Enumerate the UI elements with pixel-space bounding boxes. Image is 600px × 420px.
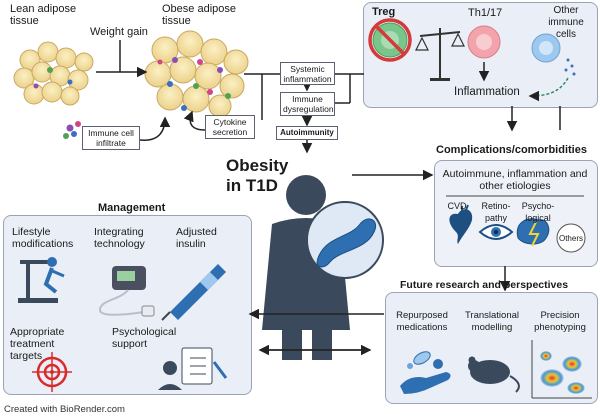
- other-immune-label: Other immune cells: [548, 5, 584, 40]
- complications-heading: Complications/comorbidities: [436, 144, 587, 156]
- autoimmunity-box: Autoimmunity: [276, 126, 338, 140]
- density-plot-icon: [531, 340, 592, 399]
- future-translational: Translational modelling: [464, 310, 520, 333]
- heart-icon: [449, 204, 473, 244]
- management-psych: Psychological support: [112, 326, 177, 350]
- weight-gain-label: Weight gain: [90, 26, 148, 38]
- checklist-icon: [158, 347, 228, 390]
- complication-psychological: Psycho-logical: [521, 201, 555, 223]
- immune-infiltrate-box: Immune cell infiltrate: [82, 126, 140, 150]
- center-title-line2: in T1D: [226, 176, 278, 195]
- scale-icon: [415, 28, 465, 81]
- other-immune-cell-icon: [531, 33, 576, 76]
- complication-cvd: CVD: [447, 201, 467, 211]
- future-heading: Future research and perspectives: [400, 279, 569, 291]
- cytokine-box: Cytokine secretion: [205, 115, 255, 139]
- center-title-line1: Obesity: [226, 156, 289, 175]
- management-heading: Management: [98, 202, 166, 214]
- no-sign-icon: [368, 18, 412, 62]
- pancreas-icon: [306, 201, 384, 279]
- others-badge: [556, 223, 586, 253]
- management-insulin: Adjusted insulin: [176, 226, 217, 250]
- complication-others: Others: [558, 234, 583, 243]
- eye-icon: [478, 224, 514, 240]
- treg-label: Treg: [372, 6, 396, 18]
- future-precision: Precision phenotyping: [534, 310, 586, 333]
- lean-tissue-label: Lean adipose tissue: [10, 3, 77, 27]
- inflammation-label: Inflammation: [454, 86, 520, 98]
- complications-box-title: Autoimmune, inflammation and other etiol…: [442, 168, 588, 192]
- future-repurposed: Repurposed medications: [396, 310, 448, 333]
- insulin-pen-icon: [161, 264, 226, 321]
- lean-fat-cells-icon: [13, 41, 94, 106]
- management-technology: Integrating technology: [94, 226, 145, 250]
- th-cell-icon: [467, 25, 501, 59]
- insulin-pump-icon: [98, 266, 155, 317]
- management-lifestyle: Lifestyle modifications: [12, 226, 74, 250]
- systemic-inflammation-box: Systemic inflammation: [280, 62, 335, 85]
- obese-fat-cells-icon: [144, 30, 249, 118]
- mouse-icon: [468, 356, 520, 393]
- bike-icon: [18, 257, 65, 303]
- footer-credit: Created with BioRender.com: [4, 404, 125, 415]
- brain-icon: [516, 218, 550, 247]
- target-icon: [32, 352, 72, 392]
- person-icon: [262, 175, 350, 360]
- th-label: Th1/17: [468, 7, 503, 19]
- pill-hand-icon: [400, 351, 451, 394]
- immune-dysregulation-box: Immune dysregulation: [280, 92, 335, 116]
- complication-retinopathy: Retino-pathy: [481, 201, 511, 223]
- obese-tissue-label: Obese adipose tissue: [162, 3, 236, 27]
- management-targets: Appropriate treatment targets: [10, 326, 65, 362]
